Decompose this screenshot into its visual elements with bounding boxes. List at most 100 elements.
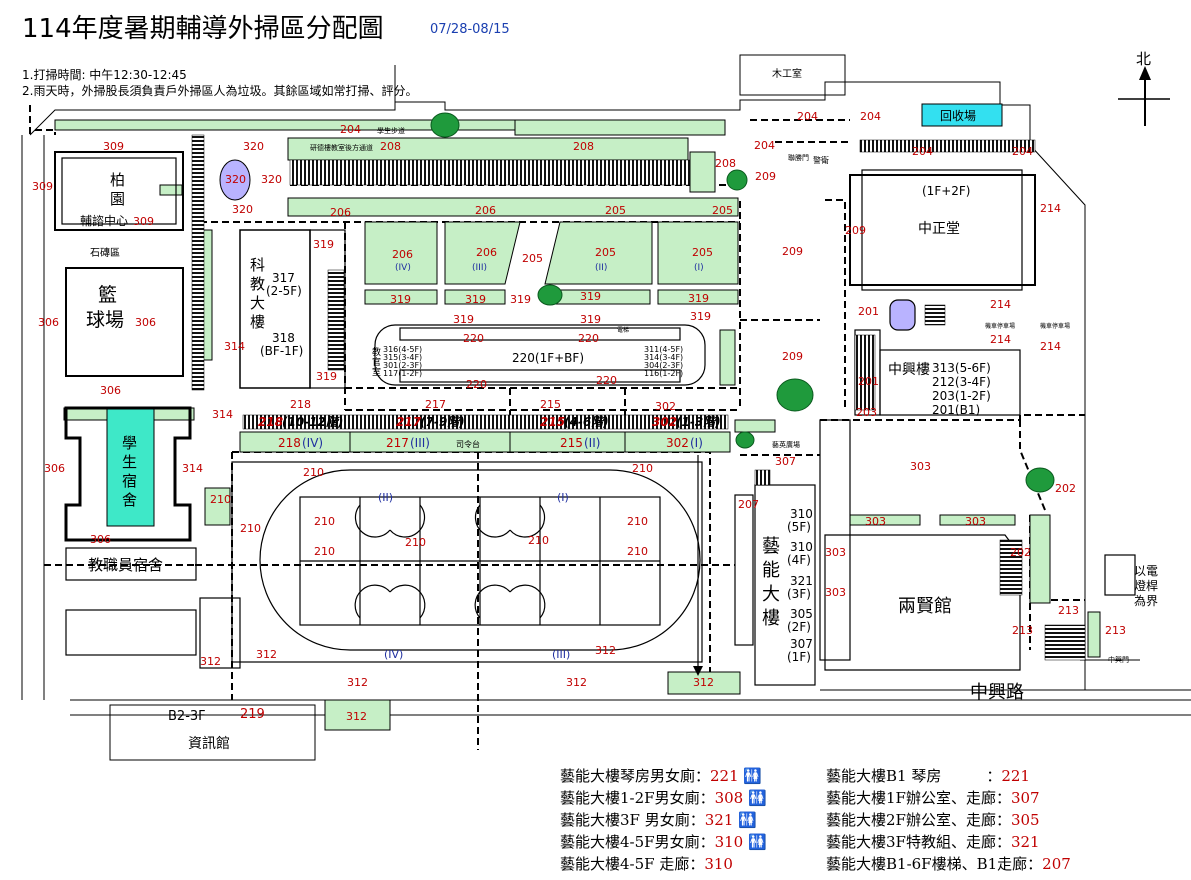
svg-text:209: 209 — [845, 224, 866, 237]
north-label: 北 — [1136, 50, 1151, 68]
svg-text:輔諮中心: 輔諮中心 — [80, 213, 128, 228]
svg-text:201(B1): 201(B1) — [932, 403, 980, 417]
recycle-zone — [921, 103, 1003, 127]
north-arrow-icon — [1118, 66, 1170, 126]
svg-text:學: 學 — [122, 434, 137, 452]
svg-text:(4F): (4F) — [787, 553, 811, 567]
svg-text:214: 214 — [990, 298, 1011, 311]
svg-text:208: 208 — [380, 140, 401, 153]
svg-text:303: 303 — [910, 460, 931, 473]
svg-text:214: 214 — [1040, 340, 1061, 353]
court-labels: (I) (II) (III) (IV) 206 (IV) 206 (III) 2… — [378, 246, 713, 661]
svg-text:大: 大 — [250, 294, 265, 312]
svg-text:(III): (III) — [410, 436, 430, 450]
green-zones — [54, 119, 1101, 731]
path-labels: 218 (IV) 217 (III) 215 (II) 302 (I) — [278, 436, 703, 450]
svg-text:319: 319 — [580, 313, 601, 326]
svg-text:(IV): (IV) — [302, 436, 323, 450]
svg-text:306: 306 — [38, 316, 59, 329]
svg-text:警衛: 警衛 — [813, 155, 829, 165]
svg-text:213: 213 — [1012, 624, 1033, 637]
svg-text:司令台: 司令台 — [456, 439, 480, 449]
legend-item: 藝能大樓3F 男女廁：321 🚻 — [560, 811, 757, 829]
svg-text:(I): (I) — [557, 491, 569, 504]
svg-text:307: 307 — [775, 455, 796, 468]
legend-item: 藝能大樓B1-6F樓梯、B1走廊：207 — [826, 855, 1071, 873]
svg-text:204: 204 — [912, 145, 933, 158]
svg-text:(2F): (2F) — [787, 620, 811, 634]
svg-text:教: 教 — [372, 346, 381, 358]
svg-text:207: 207 — [738, 498, 759, 511]
svg-text:319: 319 — [453, 313, 474, 326]
svg-text:210: 210 — [240, 522, 261, 535]
svg-text:大: 大 — [762, 584, 780, 605]
svg-text:305: 305 — [790, 607, 813, 621]
legend-item: 藝能大樓1F辦公室、走廊：307 — [826, 789, 1040, 807]
svg-text:312: 312 — [595, 644, 616, 657]
svg-text:204: 204 — [860, 110, 881, 123]
svg-text:201: 201 — [858, 375, 879, 388]
svg-text:117(1-2F): 117(1-2F) — [383, 369, 422, 378]
svg-text:204: 204 — [340, 123, 361, 136]
svg-text:310: 310 — [790, 540, 813, 554]
svg-text:319: 319 — [690, 310, 711, 323]
svg-text:306: 306 — [44, 462, 65, 475]
svg-text:機車停車場: 機車停車場 — [985, 322, 1015, 330]
svg-text:(I): (I) — [694, 263, 704, 273]
svg-text:309: 309 — [32, 180, 53, 193]
legend-item: 藝能大樓B1 琴房 ：221 — [826, 767, 1030, 785]
svg-text:311(4-5F): 311(4-5F) — [644, 345, 683, 354]
svg-text:(1F+2F): (1F+2F) — [922, 184, 971, 198]
svg-text:燈桿: 燈桿 — [1134, 578, 1158, 593]
svg-text:科: 科 — [250, 256, 265, 274]
svg-text:208: 208 — [715, 157, 736, 170]
svg-text:219: 219 — [240, 707, 265, 722]
svg-text:319: 319 — [313, 238, 334, 251]
legend-item: 藝能大樓4-5F男女廁：310 🚻 — [560, 833, 767, 851]
svg-text:(IV): (IV) — [395, 263, 411, 273]
svg-text:(5F): (5F) — [787, 520, 811, 534]
svg-text:舍: 舍 — [122, 491, 137, 509]
note-cleaning-time: 1.打掃時間: 中午12:30-12:45 — [22, 68, 187, 82]
svg-text:(7-9階): (7-9階) — [420, 415, 465, 429]
svg-text:為界: 為界 — [1134, 594, 1158, 608]
svg-text:(10-12階): (10-12階) — [282, 415, 343, 429]
svg-text:205: 205 — [605, 204, 626, 217]
svg-text:316(4-5F): 316(4-5F) — [383, 345, 422, 354]
svg-text:210: 210 — [405, 536, 426, 549]
svg-text:206: 206 — [392, 248, 413, 261]
svg-text:中正堂: 中正堂 — [918, 221, 960, 237]
svg-text:213: 213 — [1058, 604, 1079, 617]
svg-text:(4-6階): (4-6階) — [564, 415, 609, 429]
svg-text:教職員宿舍: 教職員宿舍 — [88, 556, 163, 574]
svg-text:204: 204 — [1012, 145, 1033, 158]
svg-text:208: 208 — [573, 140, 594, 153]
svg-text:(III): (III) — [552, 648, 570, 661]
svg-text:213: 213 — [1105, 624, 1126, 637]
svg-text:藝英廣場: 藝英廣場 — [772, 440, 800, 449]
svg-text:320: 320 — [261, 173, 282, 186]
svg-text:212(3-4F): 212(3-4F) — [932, 375, 991, 389]
svg-text:220: 220 — [578, 332, 599, 345]
svg-text:203: 203 — [856, 406, 877, 419]
svg-text:217: 217 — [396, 415, 422, 429]
svg-text:201: 201 — [858, 305, 879, 318]
svg-text:電梯: 電梯 — [617, 326, 629, 334]
svg-text:籃: 籃 — [98, 284, 117, 306]
svg-text:312: 312 — [693, 676, 714, 689]
svg-text:202: 202 — [1055, 482, 1076, 495]
svg-text:303: 303 — [825, 586, 846, 599]
svg-text:220: 220 — [466, 378, 487, 391]
note-rain-rule: 2.雨天時，外掃股長須負責戶外掃區人為垃圾。其餘區域如常打掃、評分。 — [22, 84, 418, 98]
svg-text:兩賢館: 兩賢館 — [898, 596, 952, 617]
svg-text:215: 215 — [540, 415, 565, 429]
svg-text:210: 210 — [632, 462, 653, 475]
floor-labels: 317 (2-5F) 318 (BF-1F) 313(5-6F) 212(3-4… — [260, 271, 991, 664]
svg-text:220(1F+BF): 220(1F+BF) — [512, 351, 584, 365]
stair-labels: 218 (10-12階) 217 (7-9階) 215 (4-6階) 302 (… — [258, 415, 721, 429]
svg-text:215: 215 — [540, 398, 561, 411]
svg-text:309: 309 — [103, 140, 124, 153]
svg-text:314: 314 — [182, 462, 203, 475]
